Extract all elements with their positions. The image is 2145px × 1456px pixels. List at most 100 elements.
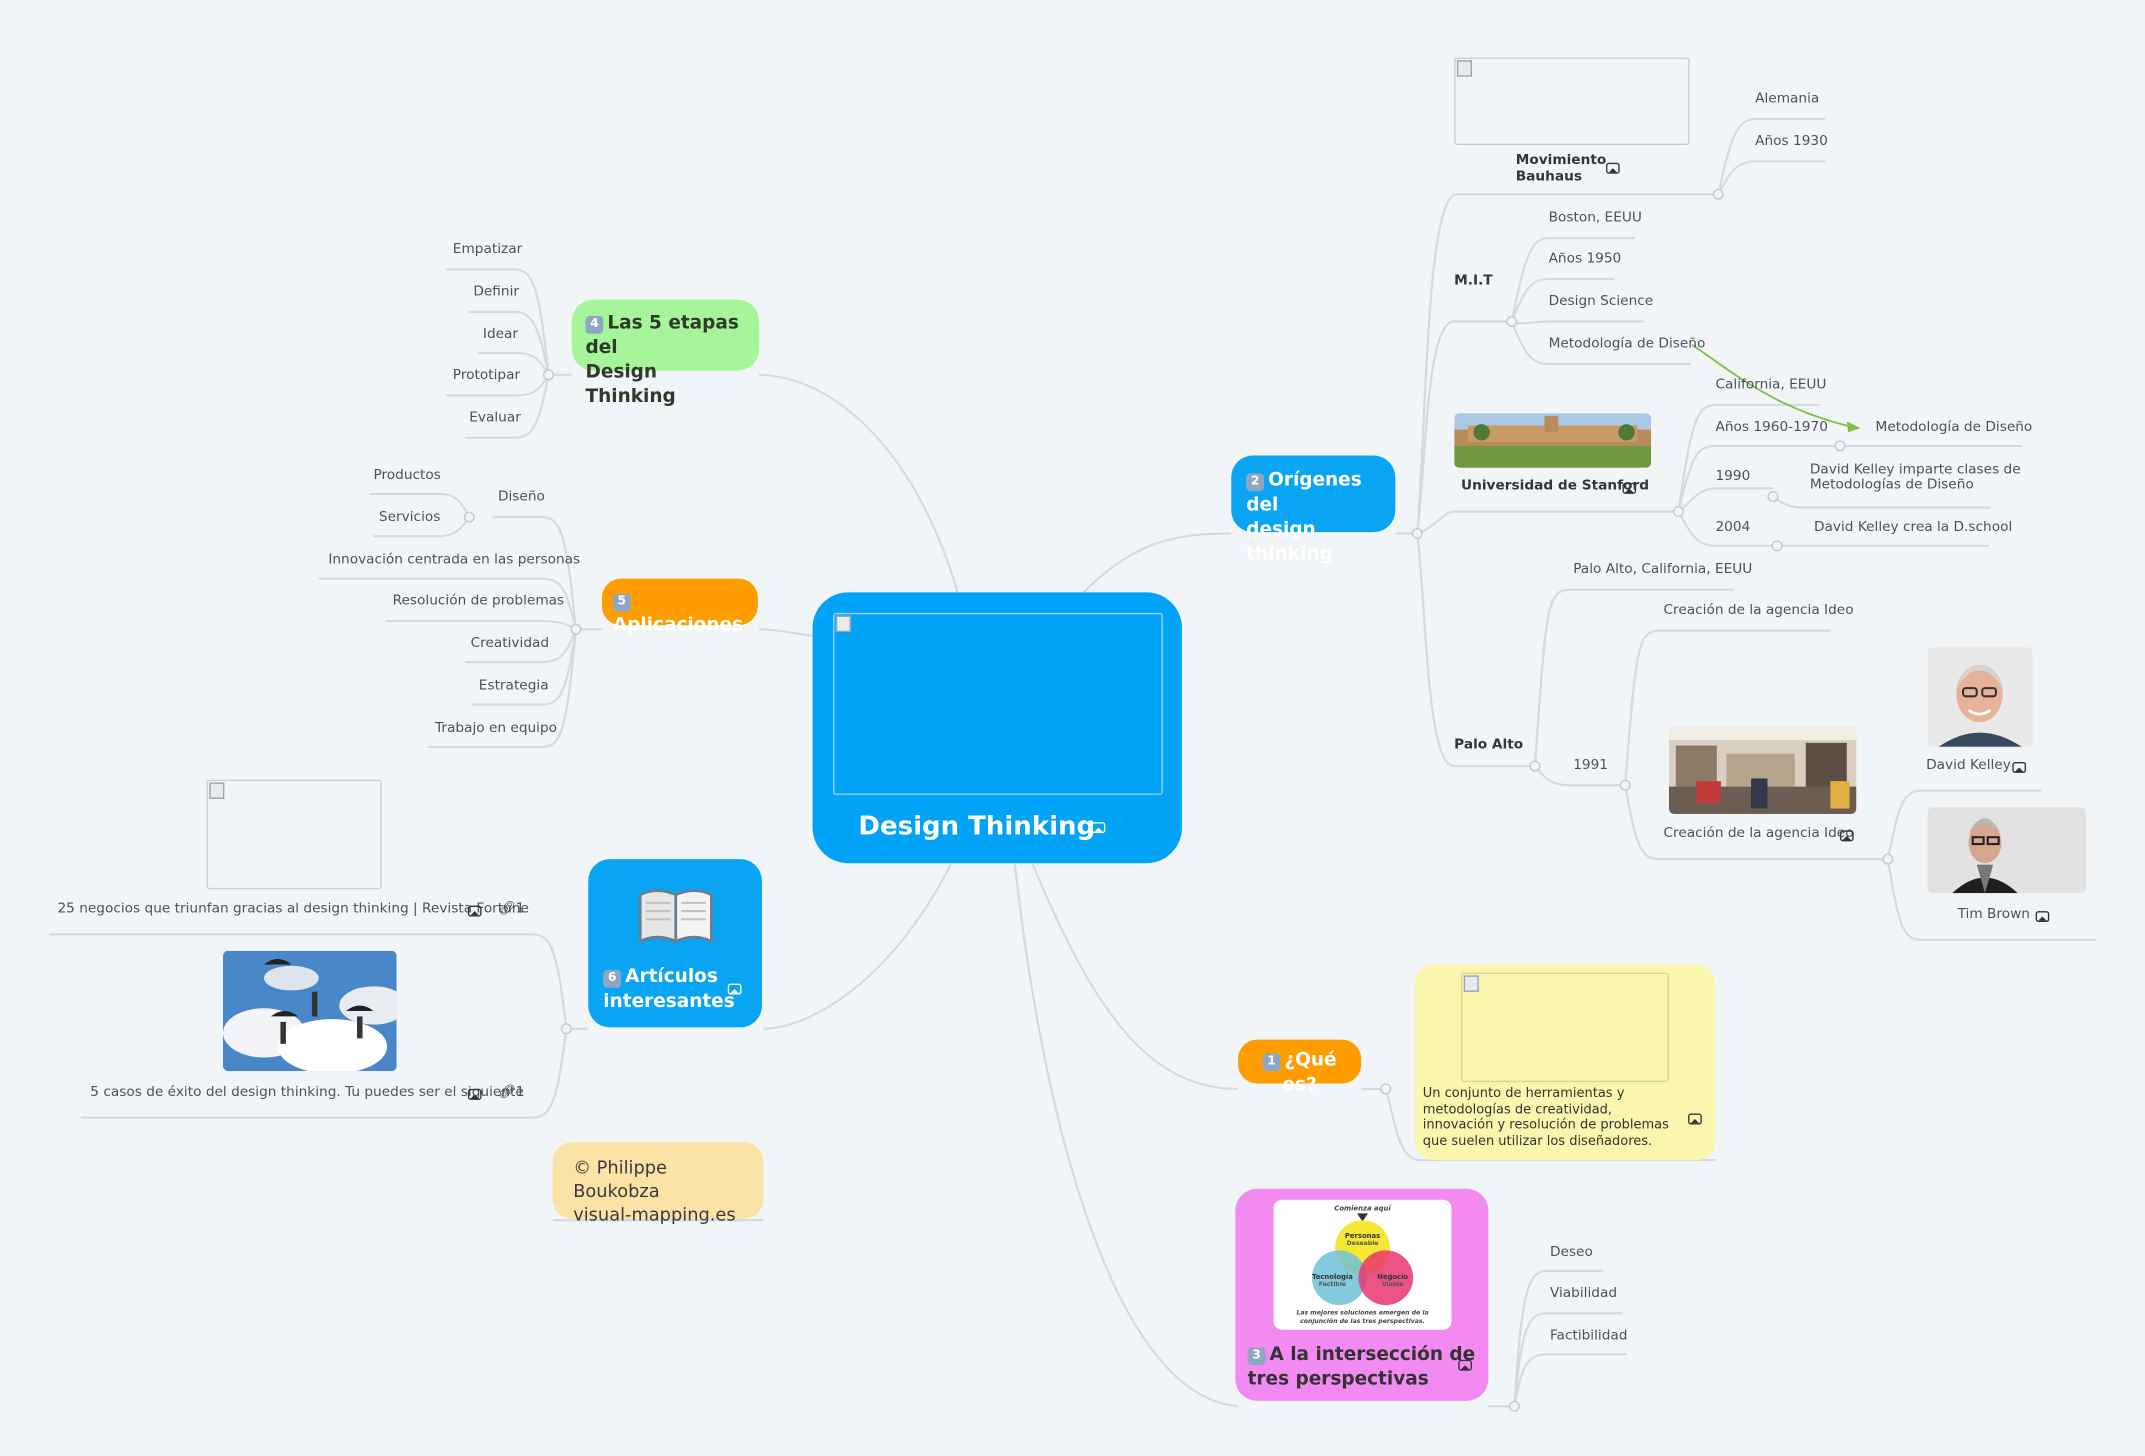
link-icon[interactable]: 🔗︎ bbox=[497, 901, 516, 917]
etapa-item: Empatizar bbox=[452, 242, 523, 258]
palo-alto-location: Palo Alto, California, EEUU bbox=[1573, 562, 1753, 578]
branch-dot[interactable] bbox=[1380, 1083, 1392, 1095]
branch-dot[interactable] bbox=[1882, 853, 1894, 865]
branch-dot[interactable] bbox=[1712, 188, 1724, 200]
etapa-item: Prototipar bbox=[452, 367, 521, 384]
central-title: Design Thinking bbox=[858, 811, 1096, 842]
image-icon[interactable] bbox=[2012, 761, 2027, 773]
image-icon[interactable] bbox=[467, 1088, 482, 1100]
branch-dot[interactable] bbox=[570, 623, 582, 635]
image-icon[interactable] bbox=[1606, 162, 1620, 174]
venn-caption-2: conjunción de las tres perspectivas. bbox=[1300, 1317, 1425, 1325]
venn-caption-1: Las mejores soluciones emergen de la bbox=[1296, 1310, 1428, 1317]
que-es-title: ¿Qué es? bbox=[1282, 1049, 1337, 1096]
badge-5: 5 bbox=[612, 593, 631, 612]
image-icon[interactable] bbox=[1688, 1113, 1702, 1125]
etapa-item: Evaluar bbox=[469, 410, 521, 426]
mit-child: Metodología de Diseño bbox=[1548, 336, 1706, 352]
mit-child: Design Science bbox=[1548, 294, 1654, 310]
badge-3: 3 bbox=[1247, 1347, 1266, 1366]
article-2-image bbox=[222, 950, 397, 1072]
person-name: Tim Brown bbox=[1957, 906, 2030, 923]
diseno-child: Servicios bbox=[378, 510, 441, 526]
image-icon[interactable] bbox=[727, 983, 742, 995]
aplicacion-item: Creatividad bbox=[470, 636, 550, 652]
etapas-title-2: Design Thinking bbox=[585, 361, 676, 408]
aplicacion-item: Trabajo en equipo bbox=[435, 720, 558, 736]
mit-label: M.I.T bbox=[1454, 273, 1493, 289]
central-node[interactable]: Design Thinking bbox=[812, 592, 1182, 864]
branch-dot[interactable] bbox=[560, 1023, 572, 1035]
stanford-child: 2004 bbox=[1715, 519, 1751, 535]
badge-4: 4 bbox=[585, 316, 604, 334]
articulos-title-1: Artículos bbox=[625, 965, 718, 988]
branch-dot[interactable] bbox=[1411, 528, 1423, 539]
stanford-photo bbox=[1454, 413, 1652, 468]
link-icon[interactable]: 🔗︎ bbox=[497, 1084, 516, 1100]
venn-sub-2: Viable bbox=[1382, 1281, 1404, 1288]
credit-line-2: visual-mapping.es bbox=[573, 1205, 736, 1226]
article-1-title[interactable]: 25 negocios que triunfan gracias al desi… bbox=[57, 901, 529, 917]
venn-diagram: Comienza aquí Personas Deseable Tecnolog… bbox=[1273, 1199, 1452, 1330]
branch-dot[interactable] bbox=[1529, 760, 1541, 772]
branch-dot[interactable] bbox=[1508, 1400, 1520, 1412]
origenes-title-1: Orígenes del bbox=[1246, 469, 1362, 516]
ideo-text: Creación de la agencia Ideo bbox=[1663, 603, 1854, 619]
branch-dot[interactable] bbox=[1673, 506, 1685, 518]
bauhaus-child: Alemania bbox=[1755, 91, 1820, 107]
interseccion-node[interactable]: Comienza aquí Personas Deseable Tecnolog… bbox=[1235, 1188, 1489, 1401]
branch-dot[interactable] bbox=[1619, 779, 1631, 791]
stanford-child: California, EEUU bbox=[1715, 377, 1827, 393]
branch-dot[interactable] bbox=[1771, 540, 1783, 552]
diseno-child: Productos bbox=[373, 467, 441, 483]
image-icon[interactable] bbox=[2035, 911, 2050, 923]
badge-6: 6 bbox=[603, 969, 622, 988]
que-es-node[interactable]: 1¿Qué es? bbox=[1238, 1039, 1362, 1096]
metodologia-label: Metodología de Diseño bbox=[1875, 419, 2033, 436]
branch-dot[interactable] bbox=[543, 369, 555, 381]
image-icon[interactable] bbox=[467, 905, 482, 917]
que-es-image bbox=[1461, 972, 1669, 1083]
branch-dot[interactable] bbox=[463, 511, 475, 523]
image-icon[interactable] bbox=[1458, 1359, 1472, 1371]
branch-dot[interactable] bbox=[1834, 440, 1846, 452]
stanford-label: Universidad de Stanford bbox=[1461, 478, 1650, 494]
aplicacion-item: Innovación centrada en las personas bbox=[328, 552, 581, 568]
venn-top-note: Comienza aquí bbox=[1334, 1205, 1392, 1213]
stanford-child: 1990 bbox=[1715, 469, 1751, 485]
ideo-image-label: Creación de la agencia Ideo bbox=[1663, 826, 1854, 842]
interseccion-child: Viabilidad bbox=[1549, 1285, 1618, 1301]
etapas-title-1: Las 5 etapas del bbox=[585, 311, 739, 359]
branch-dot[interactable] bbox=[1506, 316, 1518, 327]
mit-child: Boston, EEUU bbox=[1548, 210, 1642, 226]
article-1-link-count: 1 bbox=[515, 901, 525, 917]
credit-box: © Philippe Boukobza visual-mapping.es bbox=[552, 1142, 764, 1226]
origenes-title-2: design thinking bbox=[1246, 518, 1333, 565]
venn-label-0: Personas bbox=[1345, 1232, 1380, 1240]
article-1-image bbox=[206, 779, 382, 890]
image-icon[interactable] bbox=[1839, 830, 1854, 842]
interseccion-child: Factibilidad bbox=[1549, 1328, 1628, 1344]
palo-alto-year: 1991 bbox=[1573, 757, 1609, 773]
interseccion-child: Deseo bbox=[1549, 1244, 1593, 1260]
aplicacion-item: Resolución de problemas bbox=[392, 593, 565, 609]
article-2-link-count: 1 bbox=[515, 1084, 525, 1100]
branch-dot[interactable] bbox=[1767, 491, 1779, 503]
que-es-text: Un conjunto de herramientas y metodologí… bbox=[1422, 1086, 1669, 1149]
tim-brown-photo bbox=[1927, 807, 2087, 894]
aplicaciones-node[interactable]: 5Aplicaciones bbox=[601, 578, 758, 636]
open-book-icon bbox=[637, 881, 714, 947]
diseno-label: Diseño bbox=[497, 489, 545, 505]
image-icon[interactable] bbox=[1091, 822, 1106, 834]
aplicacion-item: Estrategia bbox=[478, 678, 549, 694]
venn-sub-1: Factible bbox=[1319, 1281, 1346, 1288]
bauhaus-image bbox=[1454, 57, 1690, 146]
image-icon[interactable] bbox=[1622, 482, 1637, 494]
article-2-title[interactable]: 5 casos de éxito del design thinking. Tu… bbox=[90, 1084, 524, 1100]
stanford-child: Años 1960-1970 bbox=[1715, 419, 1828, 436]
